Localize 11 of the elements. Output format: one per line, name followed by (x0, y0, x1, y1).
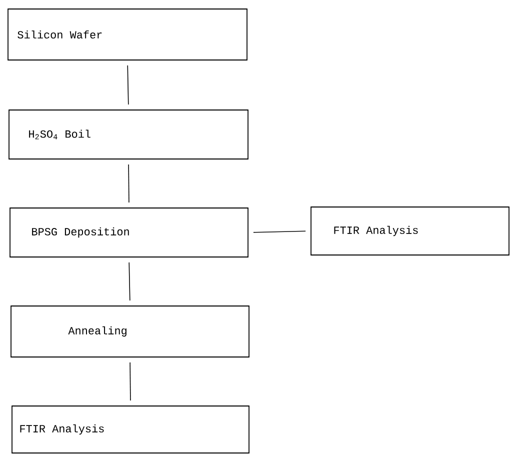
connector-line (253, 230, 306, 233)
connector-line (128, 262, 130, 301)
process-box: Silicon Wafer (8, 8, 248, 60)
process-box: BPSG Deposition (10, 208, 248, 258)
connector-line (130, 362, 131, 401)
process-box: H$_{2}$SO$_{4}$ Boil (8, 110, 248, 160)
process-box: Annealing (10, 306, 250, 358)
process-box: FTIR Analysis (310, 206, 510, 256)
process-box: FTIR Analysis (12, 406, 250, 454)
connector-line (128, 164, 130, 203)
connector-line (127, 65, 129, 105)
